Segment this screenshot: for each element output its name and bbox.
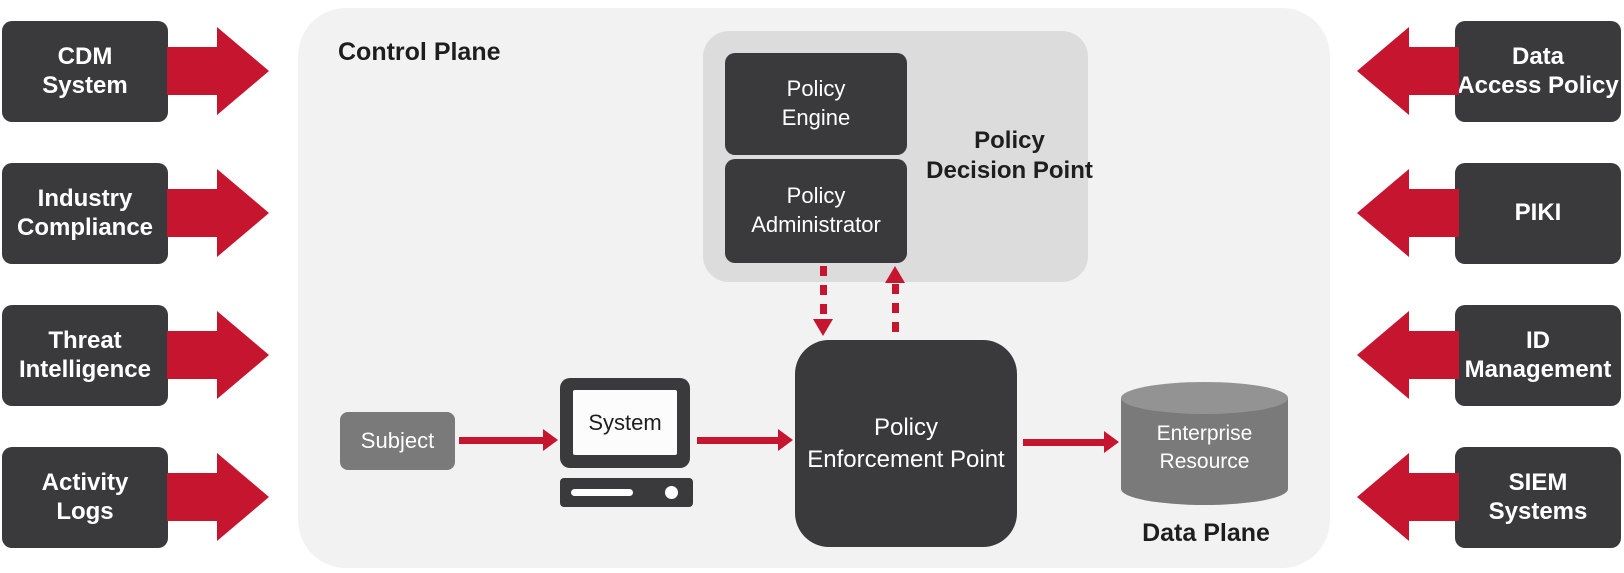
enterprise-resource-label: Enterprise Resource	[1156, 422, 1253, 473]
arrow-left-icon	[1357, 169, 1459, 257]
arrow-right-icon	[167, 169, 269, 257]
arrow-head	[778, 429, 793, 451]
arrow-shaft	[1023, 439, 1105, 446]
input-box-threat-intelligence: Threat Intelligence	[2, 305, 168, 406]
policy-decision-point-label: Policy Decision Point	[926, 127, 1093, 184]
arrow-head	[217, 311, 269, 399]
input-box-industry-compliance: Industry Compliance	[2, 163, 168, 264]
arrow-shaft	[697, 437, 779, 444]
arrow-head	[885, 266, 905, 283]
arrow-dashes	[820, 266, 827, 318]
policy-engine-box: Policy Engine	[725, 53, 907, 155]
computer-icon: System	[560, 378, 690, 468]
arrow-head	[217, 169, 269, 257]
arrow-dashes	[892, 284, 899, 340]
flow-arrow-subject-to-system	[459, 429, 558, 451]
arrow-head	[1357, 27, 1409, 115]
arrow-shaft	[1405, 189, 1459, 237]
arrow-up-dashed-icon	[885, 266, 905, 340]
arrow-head	[1357, 453, 1409, 541]
subject-box: Subject	[340, 412, 455, 470]
cylinder-shape	[1121, 382, 1288, 505]
arrow-right-icon	[167, 453, 269, 541]
control-plane-label: Control Plane	[338, 38, 501, 66]
arrow-shaft	[1405, 331, 1459, 379]
arrow-shaft	[167, 331, 221, 379]
policy-administrator-box: Policy Administrator	[725, 159, 907, 263]
input-box-activity-logs: Activity Logs	[2, 447, 168, 548]
input-box-data-access-policy: Data Access Policy	[1455, 21, 1621, 122]
input-box-piki: PIKI	[1455, 163, 1621, 264]
arrow-right-icon	[167, 27, 269, 115]
arrow-shaft	[1405, 473, 1459, 521]
disk-slot	[571, 489, 633, 496]
arrow-head	[217, 27, 269, 115]
input-box-cdm-system: CDM System	[2, 21, 168, 122]
power-button-dot	[665, 486, 678, 499]
policy-enforcement-point-box: Policy Enforcement Point	[795, 340, 1017, 547]
computer-screen: System	[573, 390, 677, 455]
arrow-head	[543, 429, 558, 451]
arrow-shaft	[167, 47, 221, 95]
arrow-shaft	[167, 189, 221, 237]
arrow-head	[1104, 431, 1119, 453]
arrow-down-dashed-icon	[813, 266, 833, 336]
arrow-shaft	[167, 473, 221, 521]
arrow-head	[1357, 311, 1409, 399]
arrow-head	[1357, 169, 1409, 257]
arrow-left-icon	[1357, 27, 1459, 115]
data-plane-label: Data Plane	[1142, 519, 1270, 547]
arrow-shaft	[459, 437, 544, 444]
flow-arrow-pep-to-resource	[1023, 431, 1119, 453]
arrow-left-icon	[1357, 453, 1459, 541]
flow-arrow-system-to-pep	[697, 429, 793, 451]
arrow-left-icon	[1357, 311, 1459, 399]
database-cylinder-icon	[1121, 382, 1288, 505]
arrow-head	[217, 453, 269, 541]
arrow-head	[813, 319, 833, 336]
input-box-siem-systems: SIEM Systems	[1455, 447, 1621, 548]
input-box-id-management: ID Management	[1455, 305, 1621, 406]
computer-base-icon	[560, 478, 693, 507]
arrow-right-icon	[167, 311, 269, 399]
arrow-shaft	[1405, 47, 1459, 95]
